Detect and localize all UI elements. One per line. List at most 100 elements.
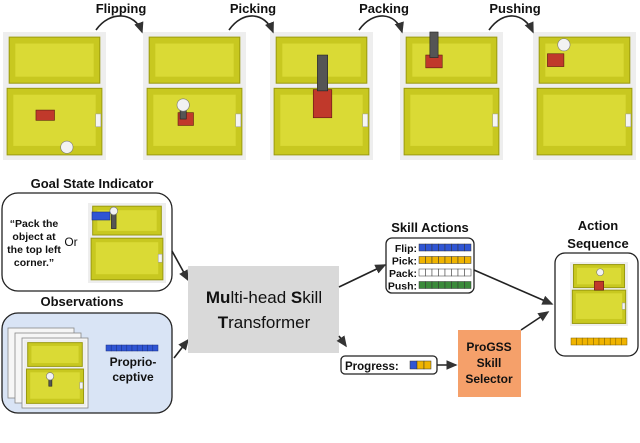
skill-row-3-cell-1	[418, 268, 426, 277]
skill-row-2-cell-2	[425, 256, 433, 264]
action-sequence-bar	[570, 337, 628, 346]
observation-frame-3	[21, 337, 89, 409]
stage-label-packing: Packing	[359, 1, 409, 16]
skill-actions-panel	[385, 237, 475, 294]
skill-row-1-cell-1	[418, 243, 426, 252]
proprio-cell-2	[110, 344, 117, 352]
skill-row-4-cell-1	[418, 281, 426, 289]
final-arrows	[473, 269, 554, 331]
progress-label: Progress:	[345, 361, 399, 373]
stage-label-pushing: Pushing	[489, 1, 540, 16]
goal-image	[88, 203, 166, 283]
skill-row-2-cell-4	[438, 256, 446, 264]
selector-block	[458, 330, 521, 397]
skill-row-4-cell-3	[431, 281, 439, 289]
progress-cell-3	[423, 360, 432, 370]
action-cell-9	[615, 337, 622, 346]
action-frame-object	[594, 280, 604, 291]
stage-frame-5-clip	[625, 113, 632, 127]
skill-actions-title: Skill Actions	[391, 220, 469, 235]
action-sequence-image	[570, 262, 628, 326]
goal-frame-bottom-tray-inner	[95, 242, 159, 275]
stage-frame-3-clip	[362, 113, 369, 127]
skill-row-4-cell-4	[438, 281, 446, 289]
skill-row-3-cell-8	[464, 268, 472, 277]
skill-row-label-2: Pick:	[392, 256, 417, 268]
input-arrows	[171, 250, 189, 359]
proprio-cell-3	[116, 344, 122, 352]
skill-row-1-cell-3	[431, 243, 439, 252]
action-frame-top-tray-inner	[576, 267, 622, 285]
skill-stage-strip	[3, 31, 636, 160]
transformer-line-1: Multi-head Skill	[206, 288, 322, 307]
skill-row-label-3: Pack:	[389, 268, 417, 280]
action-cell-1	[570, 337, 577, 346]
action-cell-10	[621, 337, 628, 346]
action-cell-3	[581, 337, 589, 346]
proprioceptive-bar	[105, 344, 159, 352]
stage-frame-4	[400, 31, 503, 160]
goal-quote-line-2: object at	[12, 231, 56, 243]
observation-image-stack	[7, 327, 89, 409]
progress-cell-1	[409, 360, 418, 370]
proprio-line-1: Proprio-	[110, 355, 157, 369]
skill-row-1-cell-8	[464, 243, 472, 252]
skill-row-3-cell-2	[425, 268, 433, 277]
stage-frame-4-gripper	[429, 31, 439, 58]
observation-frame-front-top-tray-inner	[31, 345, 79, 364]
goal-blue-chip	[91, 211, 111, 221]
stage-frame-2-top-tray-inner	[155, 43, 234, 77]
transformer-line-2: Transformer	[218, 313, 311, 332]
selector-line-2: Skill	[477, 356, 502, 370]
stage-frame-5-gripper-base	[557, 38, 571, 52]
skill-row-4-cell-6	[451, 281, 459, 289]
stage-arrows	[95, 15, 534, 34]
action-cell-4	[587, 337, 594, 346]
action-frame-gripper-base	[596, 268, 604, 277]
stage-frame-3-object	[312, 89, 333, 119]
skill-row-3-cell-3	[431, 268, 439, 277]
skill-row-3-cell-4	[438, 268, 446, 277]
stage-frame-5	[533, 32, 636, 160]
proprio-cell-7	[136, 344, 143, 352]
proprio-cell-6	[131, 344, 138, 352]
stage-frame-4-top-tray-inner	[412, 43, 491, 77]
stage-frame-3-gripper	[317, 54, 328, 92]
skill-row-1-cell-4	[438, 243, 446, 252]
stage-labels: Flipping Picking Packing Pushing	[96, 1, 541, 16]
proprio-cell-10	[152, 344, 159, 352]
stage-frame-1-gripper-base	[60, 140, 74, 154]
action-sequence-line-1: Action	[578, 218, 619, 233]
skill-row-2-cell-5	[444, 256, 452, 264]
skill-row-2-cell-7	[457, 256, 465, 264]
skill-row-1-cell-6	[451, 243, 459, 252]
observation-frame-front-bottom-tray-inner	[30, 372, 80, 399]
selector-line-3: Selector	[465, 372, 513, 386]
stage-frame-2	[143, 32, 246, 160]
observation-frame-front-gripper-base	[46, 372, 55, 381]
observation-frame-front-clip	[79, 381, 84, 390]
goal-title: Goal State Indicator	[31, 176, 154, 191]
action-cell-2	[576, 337, 583, 346]
skill-row-1-cell-2	[425, 243, 433, 252]
action-sequence-line-2: Sequence	[567, 236, 628, 251]
proprio-cell-9	[147, 344, 154, 352]
goal-or-label: Or	[64, 235, 77, 249]
stage-frame-4-bottom-tray-inner	[410, 94, 493, 146]
skill-row-2-cell-1	[418, 256, 426, 264]
goal-quote-line-3: the top left	[7, 244, 61, 256]
skill-row-3-cell-6	[451, 268, 459, 277]
skill-row-label-1: Flip:	[395, 243, 417, 255]
stage-frame-5-bottom-tray-inner	[543, 94, 626, 146]
skill-row-1-cell-7	[457, 243, 465, 252]
skill-row-4-cell-7	[457, 281, 465, 289]
stage-frame-1-object	[35, 109, 55, 121]
skill-row-3-cell-7	[457, 268, 465, 277]
proprio-cell-1	[105, 344, 112, 352]
stage-label-flipping: Flipping	[96, 1, 147, 16]
progress-bar	[409, 360, 432, 370]
action-frame-bottom-tray-inner	[575, 293, 623, 319]
skill-action-rows: Flip:Pick:Pack:Push:	[388, 243, 472, 293]
selector-line-1: ProGSS	[466, 340, 511, 354]
